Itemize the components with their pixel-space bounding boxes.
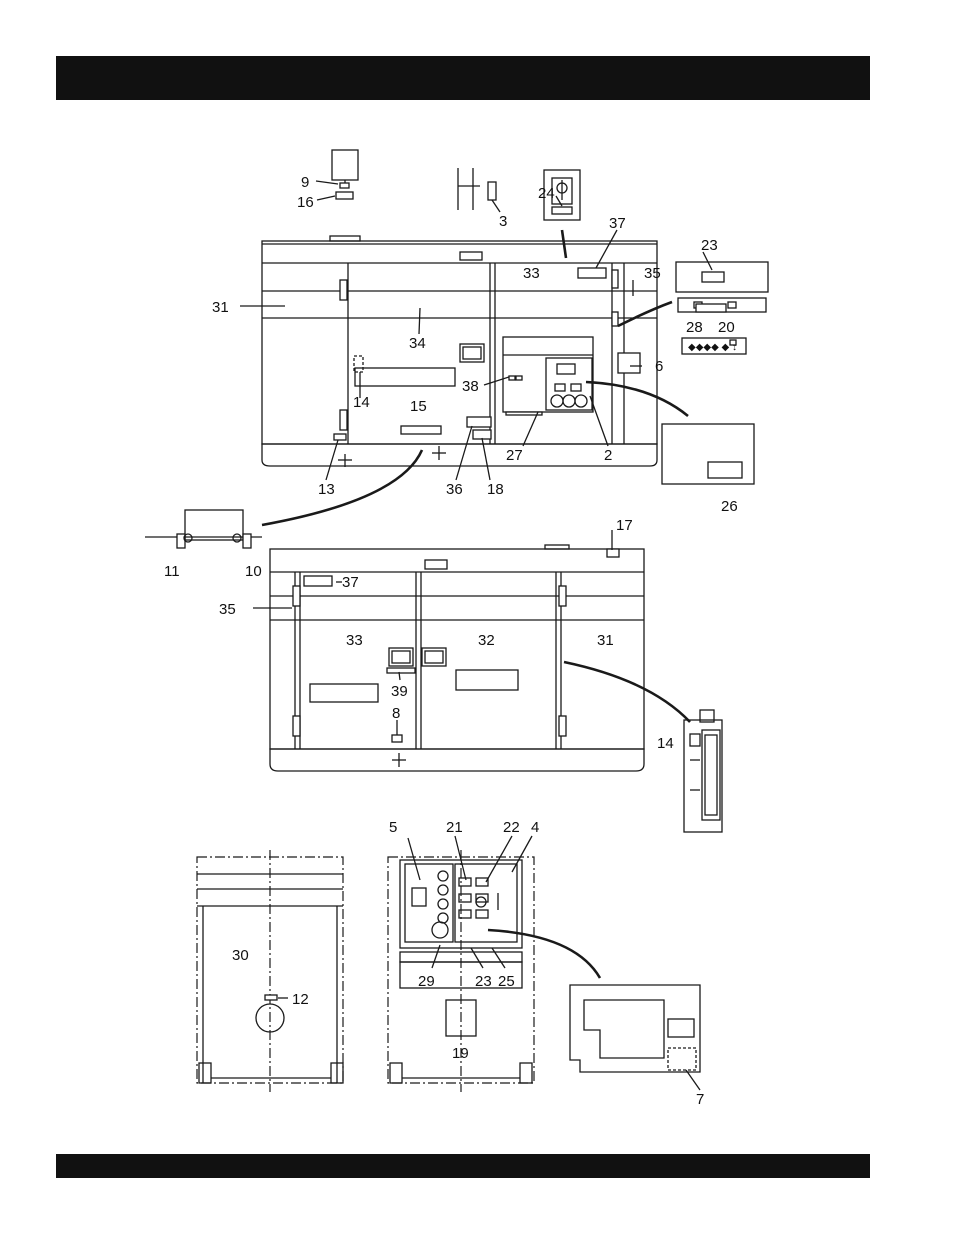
callout-7: 7 xyxy=(696,1091,704,1108)
callout-27: 27 xyxy=(506,447,523,464)
callout-18: 18 xyxy=(487,481,504,498)
callout-23-upper: 23 xyxy=(701,237,718,254)
callout-16: 16 xyxy=(297,194,314,211)
callout-20: 20 xyxy=(718,319,735,336)
callout-4: 4 xyxy=(531,819,539,836)
callout-15: 15 xyxy=(410,398,427,415)
callout-38: 38 xyxy=(462,378,479,395)
callout-24: 24 xyxy=(538,185,555,202)
callout-9: 9 xyxy=(301,174,309,191)
callout-10: 10 xyxy=(245,563,262,580)
callout-35-upper: 35 xyxy=(644,265,661,282)
end-view-left xyxy=(197,850,343,1092)
callout-11: 11 xyxy=(164,563,180,580)
callout-25: 25 xyxy=(498,973,515,990)
machine-view-middle xyxy=(270,545,644,771)
callout-33-middle: 33 xyxy=(346,632,363,649)
callout-5: 5 xyxy=(389,819,397,836)
callout-14-middle: 14 xyxy=(657,735,674,752)
machine-view-upper xyxy=(262,236,657,467)
detail-top-middle xyxy=(458,168,496,210)
callout-19: 19 xyxy=(452,1045,469,1062)
callout-21: 21 xyxy=(446,819,463,836)
callout-13: 13 xyxy=(318,481,335,498)
detail-panel-28 xyxy=(678,298,766,312)
callout-3: 3 xyxy=(499,213,507,230)
callout-31-middle: 31 xyxy=(597,632,614,649)
detail-hinge-11-10 xyxy=(145,510,262,548)
callout-2: 2 xyxy=(604,447,612,464)
callout-8: 8 xyxy=(392,705,400,722)
callout-17: 17 xyxy=(616,517,633,534)
callout-29: 29 xyxy=(418,973,435,990)
detail-panel-26 xyxy=(662,424,754,484)
callout-31-upper: 31 xyxy=(212,299,229,316)
callout-22: 22 xyxy=(503,819,520,836)
detail-panel-20: ◆◆◆◆ ◆ ↕ xyxy=(682,338,746,354)
callout-39: 39 xyxy=(391,683,408,700)
callout-6: 6 xyxy=(655,358,663,375)
callout-37-middle: 37 xyxy=(342,574,359,591)
callout-34: 34 xyxy=(409,335,426,352)
callout-28: 28 xyxy=(686,319,703,336)
detail-top-left xyxy=(332,150,358,199)
detail-side-panel-14 xyxy=(684,710,722,832)
callout-26: 26 xyxy=(721,498,738,515)
callout-labels: 9 16 3 24 37 23 33 35 31 28 20 34 6 38 1… xyxy=(164,174,738,1108)
callout-36: 36 xyxy=(446,481,463,498)
callout-32: 32 xyxy=(478,632,495,649)
callout-23-lower: 23 xyxy=(475,973,492,990)
callout-37-upper: 37 xyxy=(609,215,626,232)
callout-33-upper: 33 xyxy=(523,265,540,282)
callout-35-middle: 35 xyxy=(219,601,236,618)
detail-panel-7 xyxy=(570,985,700,1072)
callout-14-upper: 14 xyxy=(353,394,370,411)
callout-30: 30 xyxy=(232,947,249,964)
callout-12: 12 xyxy=(292,991,309,1008)
detail-panel-23 xyxy=(676,262,768,292)
